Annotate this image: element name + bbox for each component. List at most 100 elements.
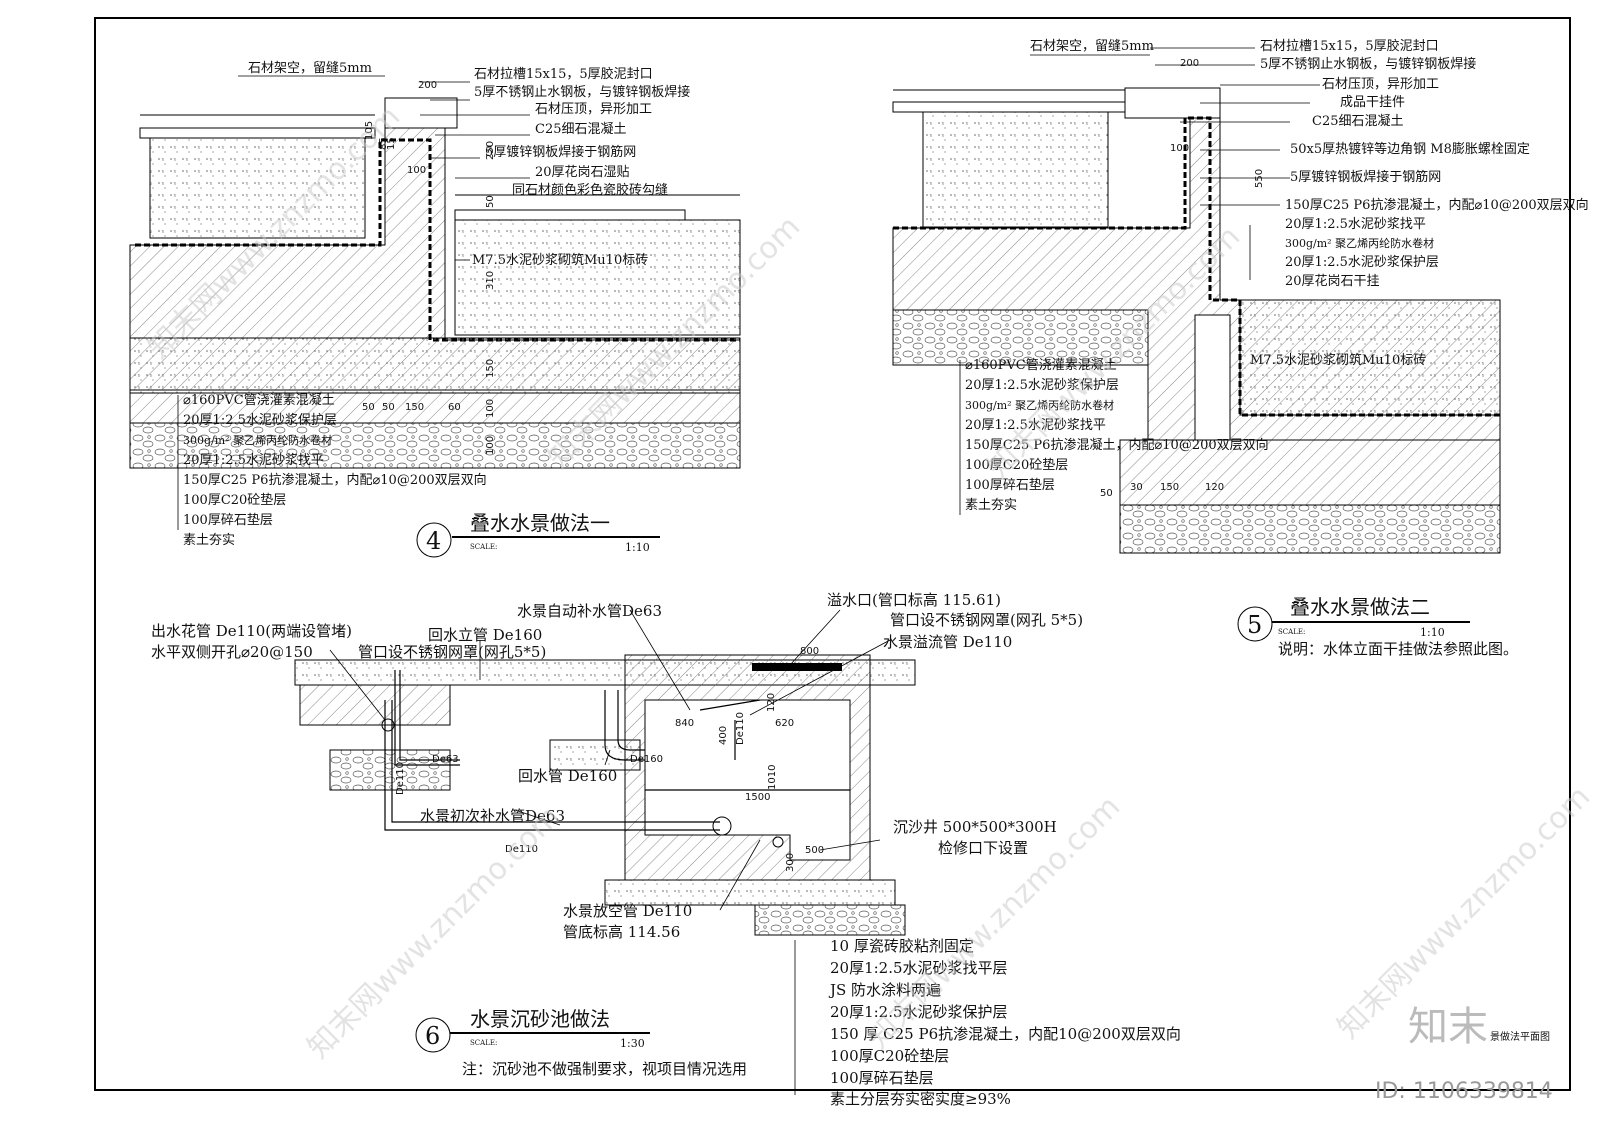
d5-label-10: 300g/m² 聚乙烯丙纶防水卷材	[1285, 236, 1434, 250]
d4-layer-c20	[129, 392, 741, 424]
d4-dim-3: 15	[386, 137, 397, 150]
d5-pool-brick	[1239, 299, 1501, 416]
d6-label-1: 水平双侧开孔⌀20@150	[151, 643, 313, 661]
d5-label-11: 20厚1:2.5水泥砂浆保护层	[1285, 255, 1439, 270]
d6-label-10: 沉沙井 500*500*300H	[893, 818, 1057, 836]
d4-label-1: 石材拉槽15x15，5厚胶泥封口	[474, 66, 653, 82]
d6-label-2: 回水立管 De160	[428, 626, 542, 644]
d4-label-0: 石材架空，留缝5mm	[248, 61, 372, 76]
brand-logo: 知末	[1408, 1004, 1488, 1050]
d4-dim-9: 100	[485, 399, 496, 418]
d6-layer-6: 100厚碎石垫层	[830, 1069, 934, 1087]
d4-coping	[384, 97, 458, 129]
d6-dim-4: 1010	[767, 765, 778, 790]
d6-label-5: 溢水口(管口标高 115.61)	[827, 591, 1001, 609]
d5-layer-7: 素土夯实	[965, 498, 1017, 513]
d6-dim-2: 620	[775, 718, 794, 729]
d5-layer-5: 100厚C20砼垫层	[965, 457, 1068, 473]
d6-dim-0: 800	[800, 646, 819, 657]
d4-dim-13: 150	[405, 402, 424, 413]
d5-dim-1: 100	[1170, 143, 1189, 154]
d5-label-8: 150厚C25 P6抗渗混凝土，内配⌀10@200双层双向	[1285, 197, 1589, 213]
d5-label-0: 石材架空，留缝5mm	[1030, 39, 1154, 54]
d4-pool-brick	[454, 219, 741, 336]
sheet-border	[94, 17, 1571, 1091]
d4-title-circle	[416, 522, 452, 558]
d6-small-4: De110	[505, 844, 538, 855]
d6-layer-0: 10 厚瓷砖胶粘剂固定	[830, 937, 974, 955]
d6-layer-4: 150 厚 C25 P6抗渗混凝土，内配10@200双层双向	[830, 1025, 1181, 1043]
d6-label-6: 管口设不锈钢网罩(网孔 5*5)	[890, 611, 1083, 629]
d5-dim-6: 120	[1205, 482, 1224, 493]
d4-label-5: 5厚镀锌钢板焊接于钢筋网	[485, 144, 636, 160]
d6-dim-8: 300	[785, 853, 796, 872]
d5-label-6: 50x5厚热镀锌等边角钢 M8膨胀螺栓固定	[1290, 141, 1530, 157]
d4-layer-list: ⌀160PVC管浇灌素混凝土 20厚1:2.5水泥砂浆保护层 300g/m² 聚…	[183, 392, 487, 548]
d6-label-12: 水景放空管 De110	[563, 902, 692, 920]
d6-label-8: 回水管 De160	[518, 767, 617, 785]
d6-label-7: 水景溢流管 De110	[883, 633, 1012, 651]
d6-layer-2: JS 防水涂料两遍	[828, 981, 941, 999]
d6-title-circle	[415, 1017, 451, 1053]
d6-ground-left-2	[329, 749, 451, 791]
d5-title: 叠水水景做法二	[1290, 595, 1430, 619]
d5-stone-deck	[892, 101, 1129, 113]
d5-layer-3: 20厚1:2.5水泥砂浆找平	[965, 418, 1106, 433]
d6-scale: 1:30	[620, 1037, 645, 1050]
d4-layer-gravel	[129, 422, 741, 469]
d4-dim-1: 105	[364, 121, 375, 140]
d4-label-7: 同石材颜色彩色瓷胶砖勾缝	[512, 182, 668, 198]
d4-title: 叠水水景做法一	[470, 511, 610, 535]
d4-dim-8: 150	[485, 359, 496, 378]
d4-dim-6: 50	[485, 195, 496, 208]
d4-brick	[149, 137, 366, 239]
d5-layer-0: ⌀160PVC管浇灌素混凝土	[965, 357, 1117, 373]
d5-layer-6: 100厚碎石垫层	[965, 477, 1055, 493]
d5-label-9: 20厚1:2.5水泥砂浆找平	[1285, 217, 1426, 232]
d5-label-12: 20厚花岗石干挂	[1285, 273, 1380, 289]
d5-number: 5	[1247, 611, 1262, 639]
d5-label-7: 5厚镀锌钢板焊接于钢筋网	[1290, 169, 1441, 185]
d6-label-0: 出水花管 De110(两端设管堵)	[151, 622, 352, 640]
d5-dim-5: 150	[1160, 482, 1179, 493]
d4-scale: 1:10	[625, 541, 650, 554]
d4-number: 4	[426, 527, 441, 555]
d5-label-2: 5厚不锈钢止水钢板，与镀锌钢板焊接	[1260, 56, 1476, 72]
d5-layer-2: 300g/m² 聚乙烯丙纶防水卷材	[965, 398, 1114, 412]
d5-scale-label: SCALE:	[1278, 628, 1305, 636]
d5-layer-4: 150厚C25 P6抗渗混凝土，内配⌀10@200双层双向	[965, 437, 1269, 453]
d4-layer-1: 20厚1:2.5水泥砂浆保护层	[183, 413, 337, 428]
d4-layer-0: ⌀160PVC管浇灌素混凝土	[183, 392, 335, 408]
d6-layer-3: 20厚1:2.5水泥砂浆保护层	[830, 1003, 1008, 1021]
d6-layer-1: 20厚1:2.5水泥砂浆找平层	[830, 959, 1008, 977]
d4-dim-12: 50	[382, 402, 395, 413]
d4-dim-2: 85	[378, 137, 389, 150]
d6-title: 水景沉砂池做法	[470, 1007, 610, 1031]
d6-label-3: 管口设不锈钢网罩(网孔5*5)	[358, 643, 546, 661]
d5-label-1: 石材拉槽15x15，5厚胶泥封口	[1260, 38, 1439, 54]
d4-dim-0: 200	[418, 80, 437, 91]
d4-label-3: 石材压顶，异形加工	[535, 102, 652, 117]
d4-dim-14: 60	[448, 402, 461, 413]
d6-layer-list: 10 厚瓷砖胶粘剂固定 20厚1:2.5水泥砂浆找平层 JS 防水涂料两遍 20…	[828, 937, 1181, 1108]
d6-slab	[604, 879, 896, 906]
d6-label-11: 检修口下设置	[938, 839, 1028, 857]
d4-layer-3: 20厚1:2.5水泥砂浆找平	[183, 453, 324, 468]
d6-pump	[712, 816, 732, 836]
d6-pipe-de110	[384, 700, 720, 831]
d5-dim-3: 50	[1100, 488, 1113, 499]
d5-brick	[922, 111, 1109, 228]
d4-dim-5: 100	[407, 165, 426, 176]
d4-label-6: 20厚花岗石湿贴	[535, 164, 630, 180]
d4-scale-label: SCALE:	[470, 543, 497, 551]
d6-cover	[752, 663, 842, 671]
d6-small-0: De63	[432, 754, 459, 765]
d6-scale-label: SCALE:	[470, 1039, 497, 1047]
d5-scale: 1:10	[1420, 626, 1445, 639]
d5-label-13: M7.5水泥砂浆砌筑Mu10标砖	[1250, 352, 1426, 368]
d4-label-4: C25细石混凝土	[535, 121, 627, 137]
d4-dim-4: 250	[485, 141, 496, 160]
d4-dim-11: 50	[362, 402, 375, 413]
detail-4: 石材架空，留缝5mm 石材拉槽15x15，5厚胶泥封口 5厚不锈钢止水钢板，与镀…	[129, 61, 741, 558]
